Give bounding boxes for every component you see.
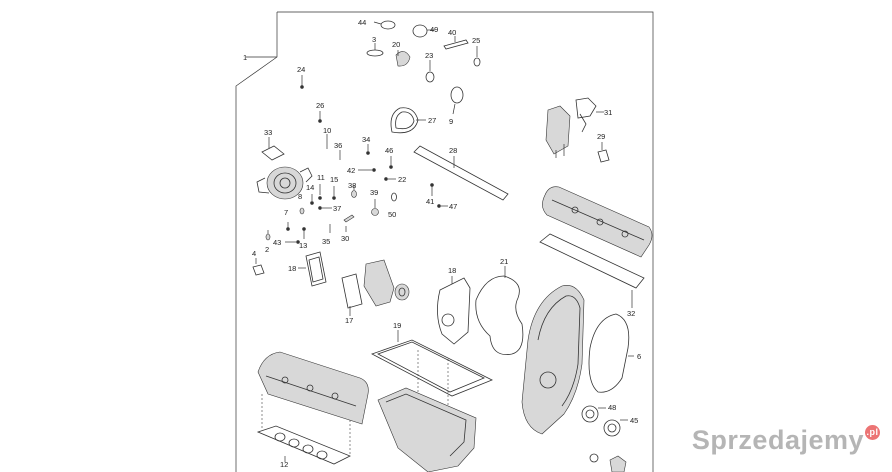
label-7: 7 [284, 208, 288, 217]
label-40: 40 [448, 28, 456, 37]
flange-gasket-33 [261, 145, 285, 161]
turbocharger [256, 166, 313, 200]
diagram-frame [235, 11, 654, 472]
label-24: 24 [297, 65, 305, 74]
gasket-40 [443, 39, 469, 50]
label-1: 1 [243, 53, 247, 62]
gasket-18 [305, 251, 327, 287]
cover-gasket-27 [390, 107, 419, 134]
timing-cover [521, 285, 585, 435]
label-22: 22 [398, 175, 406, 184]
label-27: 27 [428, 116, 436, 125]
label-2: 2 [265, 245, 269, 254]
label-11: 11 [317, 173, 325, 182]
seal-49 [412, 24, 428, 38]
label-20: 20 [392, 40, 400, 49]
label-9: 9 [449, 117, 453, 126]
gasket-strip-28 [413, 145, 509, 201]
o-ring-25 [473, 57, 481, 67]
o-ring-9 [450, 86, 464, 104]
cover-gasket-6 [588, 313, 630, 393]
label-43: 43 [273, 238, 281, 247]
timing-gasket-18 [437, 277, 471, 345]
timing-seal-21 [475, 275, 524, 355]
label-39: 39 [370, 188, 378, 197]
label-44: 44 [358, 18, 366, 27]
label-36: 36 [334, 141, 342, 150]
label-10: 10 [323, 126, 331, 135]
label-48: 48 [608, 403, 616, 412]
label-49: 49 [430, 25, 438, 34]
valve-cover [542, 186, 653, 258]
label-4: 4 [252, 249, 256, 258]
label-23: 23 [425, 51, 433, 60]
label-13: 13 [299, 241, 307, 250]
thermostat-housing-31 [545, 97, 604, 158]
label-26: 26 [316, 101, 324, 110]
o-ring-23 [425, 71, 435, 83]
label-46: 46 [385, 146, 393, 155]
label-14: 14 [306, 183, 314, 192]
sprzedajemy-watermark: Sprzedajemy.pl [692, 425, 880, 456]
label-50: 50 [388, 210, 396, 219]
label-25: 25 [472, 36, 480, 45]
label-37: 37 [333, 204, 341, 213]
label-18-left: 18 [288, 264, 296, 273]
label-18-right: 18 [448, 266, 456, 275]
label-6: 6 [637, 352, 641, 361]
label-29: 29 [597, 132, 605, 141]
oil-pan-gasket-19 [370, 339, 493, 397]
label-33: 33 [264, 128, 272, 137]
seal-48 [581, 405, 599, 423]
oil-cooler-housing [363, 259, 410, 307]
label-31: 31 [604, 108, 612, 117]
oil-pan [377, 348, 477, 472]
gasket-17 [341, 273, 363, 309]
gasket-4 [252, 264, 265, 276]
label-3: 3 [372, 35, 376, 44]
label-19: 19 [393, 321, 401, 330]
label-35: 35 [322, 237, 330, 246]
valve-cover-gasket-32 [539, 233, 645, 289]
label-17: 17 [345, 316, 353, 325]
cover-20 [395, 51, 411, 67]
seal-3 [366, 49, 384, 57]
o-ring-44 [380, 20, 396, 30]
label-28: 28 [449, 146, 457, 155]
label-45: 45 [630, 416, 638, 425]
label-12: 12 [280, 460, 288, 469]
label-38: 38 [348, 181, 356, 190]
cylinder-head [257, 351, 369, 425]
label-15: 15 [330, 175, 338, 184]
head-gasket-12 [256, 425, 351, 465]
label-32: 32 [627, 309, 635, 318]
seal-45 [603, 419, 621, 437]
label-47: 47 [449, 202, 457, 211]
watermark-text: Sprzedajemy [691, 425, 864, 455]
label-8: 8 [298, 192, 302, 201]
label-30: 30 [341, 234, 349, 243]
label-41: 41 [426, 197, 434, 206]
gasket-29 [597, 149, 610, 163]
label-21: 21 [500, 257, 508, 266]
label-42: 42 [347, 166, 355, 175]
label-34: 34 [362, 135, 370, 144]
watermark-badge: .pl [865, 425, 880, 440]
